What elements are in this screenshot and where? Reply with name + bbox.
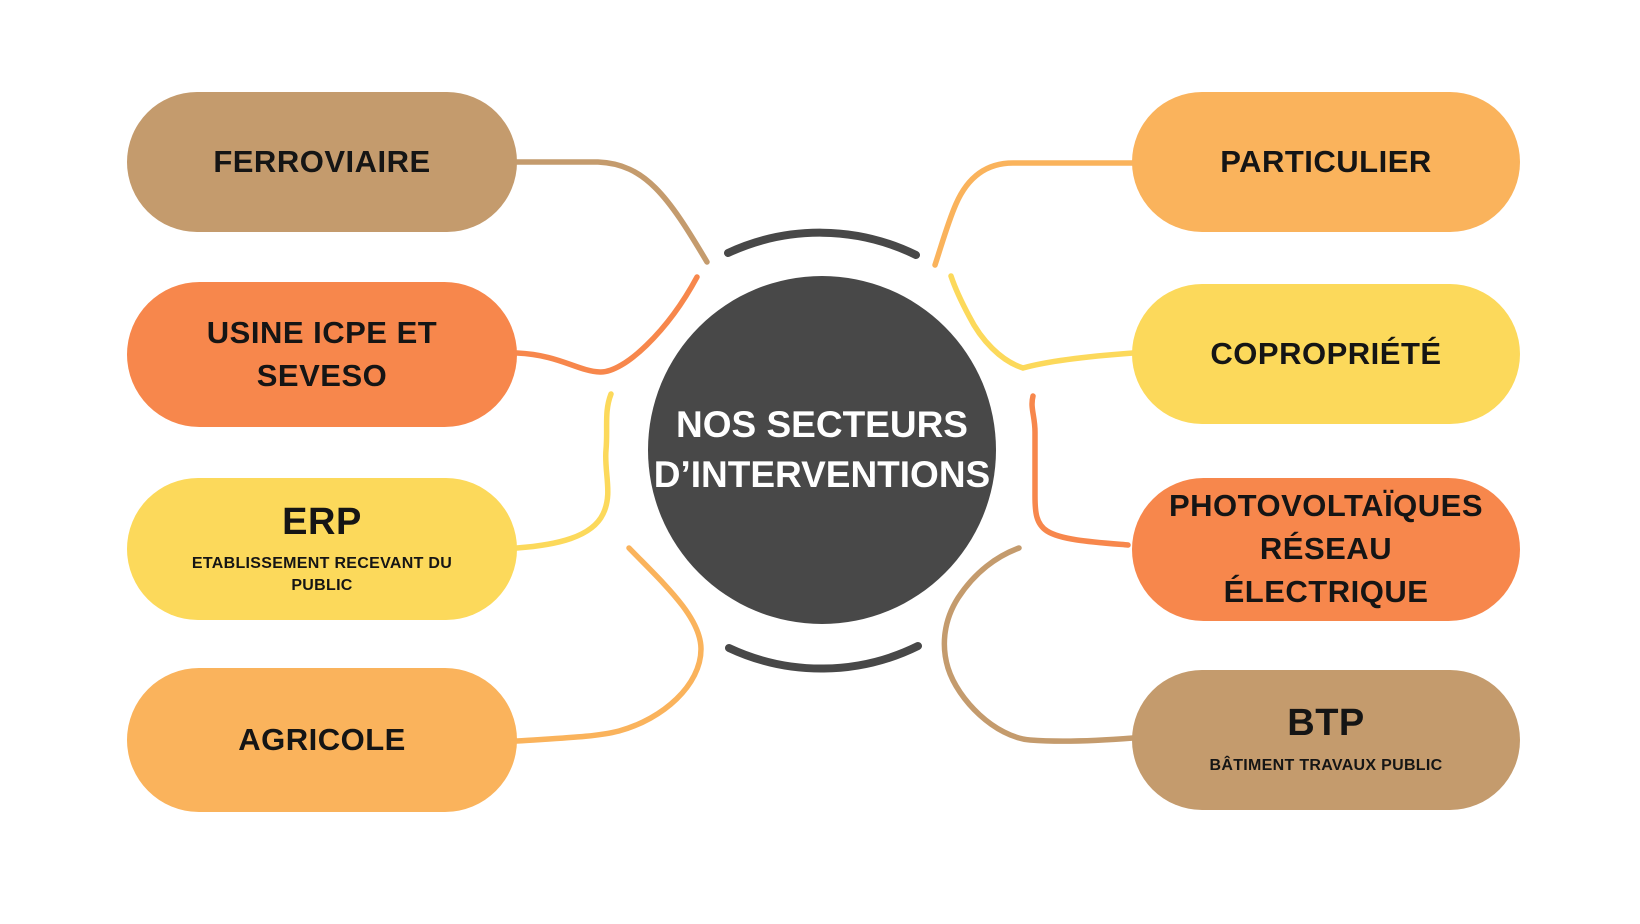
node-photovoltaiques-reseau-electrique: PHOTOVOLTAÏQUES RÉSEAU ÉLECTRIQUE bbox=[1132, 478, 1520, 621]
hub-title-line1: NOS SECTEURS bbox=[676, 404, 968, 445]
node-label: BTP bbox=[1287, 702, 1365, 745]
node-usine-icpe-et-seveso: USINE ICPE ET SEVESO bbox=[127, 282, 517, 427]
node-label: ERP bbox=[282, 500, 362, 543]
connector-erp bbox=[514, 391, 614, 551]
node-label: USINE ICPE ET SEVESO bbox=[206, 314, 438, 393]
node-label: COPROPRIÉTÉ bbox=[1210, 335, 1442, 371]
hub-arc-bottom bbox=[725, 642, 922, 673]
node-label: PHOTOVOLTAÏQUES RÉSEAU ÉLECTRIQUE bbox=[1168, 488, 1484, 609]
node-copropriete: COPROPRIÉTÉ bbox=[1132, 284, 1520, 424]
connector-ferroviaire bbox=[514, 159, 710, 265]
node-ferroviaire: FERROVIAIRE bbox=[127, 92, 517, 232]
connector-btp bbox=[941, 545, 1136, 744]
node-label: AGRICOLE bbox=[238, 721, 406, 757]
node-erp: ERP ETABLISSEMENT RECEVANT DU PUBLIC bbox=[127, 478, 517, 620]
connector-usine-icpe-et-seveso bbox=[514, 274, 700, 375]
connector-copropriete bbox=[948, 273, 1136, 371]
hub-arc-top bbox=[724, 228, 920, 259]
connector-agricole bbox=[514, 545, 704, 744]
hub-title-line2: D’INTERVENTIONS bbox=[653, 454, 991, 495]
node-sublabel: BÂTIMENT TRAVAUX PUBLIC bbox=[1209, 757, 1443, 775]
node-particulier: PARTICULIER bbox=[1132, 92, 1520, 232]
node-label: FERROVIAIRE bbox=[213, 143, 431, 179]
hub-circle: NOS SECTEURS D’INTERVENTIONS bbox=[648, 276, 996, 624]
node-sublabel: ETABLISSEMENT RECEVANT DU PUBLIC bbox=[191, 555, 453, 594]
connector-photovoltaiques bbox=[1029, 393, 1131, 548]
connector-particulier bbox=[932, 160, 1136, 268]
node-agricole: AGRICOLE bbox=[127, 668, 517, 812]
node-btp: BTP BÂTIMENT TRAVAUX PUBLIC bbox=[1132, 670, 1520, 810]
node-label: PARTICULIER bbox=[1220, 143, 1432, 179]
